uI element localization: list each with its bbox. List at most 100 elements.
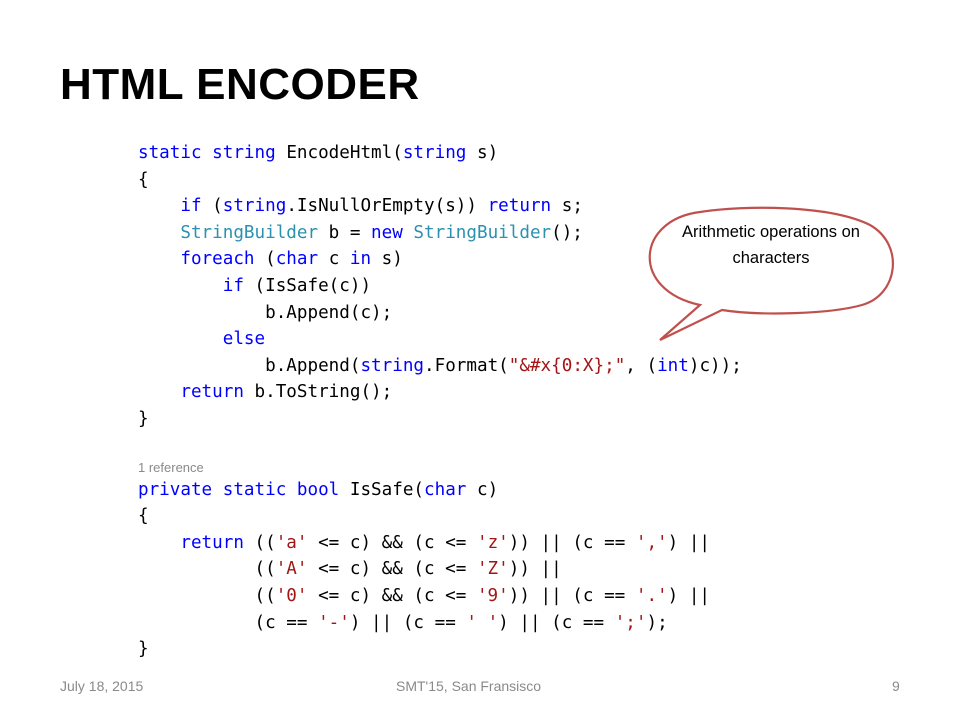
code-token: EncodeHtml( [286,143,403,163]
code-token: ); [646,612,668,633]
code-token: static [138,143,213,163]
code-token: char [275,249,329,270]
code-line: if (IsSafe(c)) [138,273,742,300]
code-token: return [487,196,562,217]
code-token: return [180,382,255,403]
code-token: ',' [635,532,668,553]
code-line: { [138,167,742,194]
code-line: (('0' <= c) && (c <= '9')) || (c == '.')… [138,583,742,610]
code-token: } [138,639,149,660]
code-token: if [180,196,213,217]
code-token: )) || [508,559,562,580]
code-token: )) || (c == [508,532,636,553]
code-token: s) [477,143,499,163]
code-line: b.Append(string.Format("&#x{0:X};", (int… [138,353,742,380]
code-token: c) [477,479,499,500]
code-line: } [138,406,742,433]
callout-text: Arithmetic operations on characters [682,223,860,267]
code-token: 'A' [275,559,308,580]
code-token: <= c) && (c <= [307,532,477,553]
code-token: ';' [614,612,647,633]
code-token: b = [328,222,372,243]
slide-number: 9 [892,678,900,694]
code-token: ( [212,196,223,217]
code-token: (( [138,559,276,580]
code-token: new [371,222,414,243]
code-token: ) || (c == [498,612,615,633]
code-token: '.' [635,585,668,606]
code-token: <= c) && (c <= [307,585,477,606]
code-line: else [138,326,742,353]
code-token: 'z' [476,532,509,553]
code-token: ) || [667,585,711,606]
code-line: b.Append(c); [138,300,742,327]
code-token: , ( [625,355,658,376]
code-token: ) || [667,532,711,553]
code-block: static string EncodeHtml(string s){ if (… [138,140,742,663]
code-token: 'a' [275,532,308,553]
code-line: (c == '-') || (c == ' ') || (c == ';'); [138,610,742,637]
code-token: '-' [318,612,350,633]
code-token: string [222,196,287,217]
code-token: b.ToString(); [254,382,393,403]
code-token: .Format( [424,355,509,376]
code-token: '0' [275,585,308,606]
code-token: string [402,143,477,163]
code-token: string [360,355,425,376]
code-token: .IsNullOrEmpty(s)) [286,196,488,217]
footer-date: July 18, 2015 [60,678,144,694]
code-token [138,276,223,296]
footer-event: SMT'15, San Fransisco [396,678,542,694]
code-token: char [424,479,477,500]
code-token: { [138,506,149,527]
code-line: StringBuilder b = new StringBuilder(); [138,220,742,247]
code-token: <= c) && (c <= [307,559,477,580]
code-line [138,433,742,455]
code-token [138,382,180,402]
code-token: int [657,355,689,376]
code-token: IsSafe( [349,479,425,500]
code-token: private [138,479,223,500]
code-token: { [138,169,149,190]
code-token: foreach [180,249,266,270]
code-token: string [212,143,287,163]
code-token: StringBuilder [180,222,329,243]
code-token: s) [381,249,403,270]
code-line: if (string.IsNullOrEmpty(s)) return s; [138,193,742,220]
code-token: '9' [476,585,509,606]
code-line: foreach (char c in s) [138,246,742,273]
code-token [138,434,149,454]
code-line: { [138,503,742,530]
code-token: b.Append(c); [138,302,393,323]
code-token [138,533,180,553]
code-line: } [138,636,742,663]
slide-title: HTML ENCODER [60,60,420,109]
code-line: return (('a' <= c) && (c <= 'z')) || (c … [138,530,742,557]
code-token: else [222,329,266,350]
code-token: return [180,532,255,553]
code-token: 'Z' [476,559,509,580]
code-token: b.Append( [138,355,361,376]
code-token: StringBuilder [413,222,552,243]
code-token: (IsSafe(c)) [254,275,372,296]
code-token [138,223,180,243]
code-token: ' ' [466,612,499,633]
code-token [138,329,223,349]
code-line: (('A' <= c) && (c <= 'Z')) || [138,556,742,583]
code-token: 1 reference [138,459,204,475]
code-token: (c == [138,612,319,633]
code-token [138,196,180,216]
code-token: ( [265,249,276,270]
code-token: s; [561,196,583,217]
code-token: c [328,249,350,270]
code-line: private static bool IsSafe(char c) [138,477,742,504]
code-token: } [138,408,149,429]
code-token: (); [551,222,583,243]
code-token: (( [254,532,276,553]
code-token: "&#x{0:X};" [508,355,626,376]
code-token: ) || (c == [349,612,467,633]
code-line: static string EncodeHtml(string s) [138,140,742,167]
code-line: return b.ToString(); [138,379,742,406]
code-token [138,249,180,269]
code-token: static [222,479,297,500]
